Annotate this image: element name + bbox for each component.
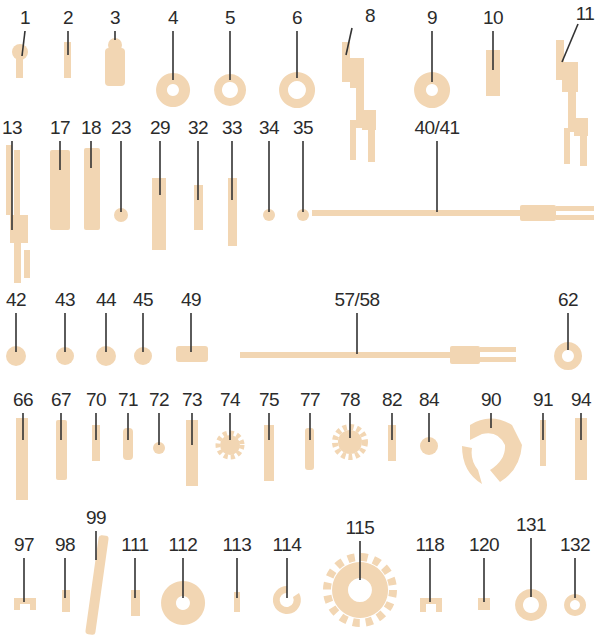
callout-number: 42 [6,290,26,310]
callout-number: 131 [516,515,546,535]
callout-number: 77 [300,390,320,410]
callout-number: 17 [50,118,70,138]
callout-number: 115 [346,518,375,538]
callout-number: 49 [181,290,201,310]
callout-number: 82 [382,390,402,410]
callout-number: 74 [220,390,240,410]
callout-number: 132 [560,535,590,555]
callout-number: 91 [533,390,553,410]
callout-number: 72 [149,390,169,410]
callout-number: 18 [81,118,101,138]
callout-number: 90 [481,390,501,410]
callout-number: 75 [259,390,279,410]
callout-number: 71 [118,390,138,410]
callout-number: 98 [55,535,75,555]
callout-number: 120 [469,535,499,555]
callout-number: 35 [293,118,313,138]
callout-number: 94 [571,390,591,410]
callout-number: 40/41 [414,118,459,138]
callout-number: 29 [150,118,170,138]
callout-number: 5 [225,8,235,28]
callout-number: 23 [111,118,131,138]
callout-number: 9 [427,8,437,28]
callout-number: 62 [558,290,578,310]
callout-number: 44 [96,290,116,310]
callout-number: 84 [419,390,439,410]
callout-number: 32 [188,118,208,138]
callout-number: 97 [14,535,34,555]
callout-number: 6 [292,8,302,28]
callout-number: 112 [169,535,198,555]
callout-number: 4 [168,8,178,28]
callout-number: 78 [340,390,360,410]
callout-number: 99 [86,508,106,528]
callout-number: 13 [2,118,22,138]
callout-number: 118 [416,535,445,555]
callout-number: 3 [110,8,120,28]
callout-number: 33 [222,118,242,138]
callout-number: 113 [223,535,252,555]
callout-number: 8 [365,6,375,26]
callout-number: 1 [20,8,30,28]
leader-lines [12,24,581,602]
callout-number: 111 [121,535,148,555]
callout-number: 45 [133,290,153,310]
callout-number: 2 [63,8,73,28]
callout-number: 114 [273,535,302,555]
callout-number: 43 [55,290,75,310]
callout-number: 70 [86,390,106,410]
callout-number: 34 [259,118,279,138]
callout-number: 73 [182,390,202,410]
callout-number: 10 [483,8,503,28]
callout-number: 11 [576,4,595,24]
callout-number: 66 [13,390,33,410]
callout-number: 57/58 [334,290,379,310]
callout-number: 67 [51,390,71,410]
